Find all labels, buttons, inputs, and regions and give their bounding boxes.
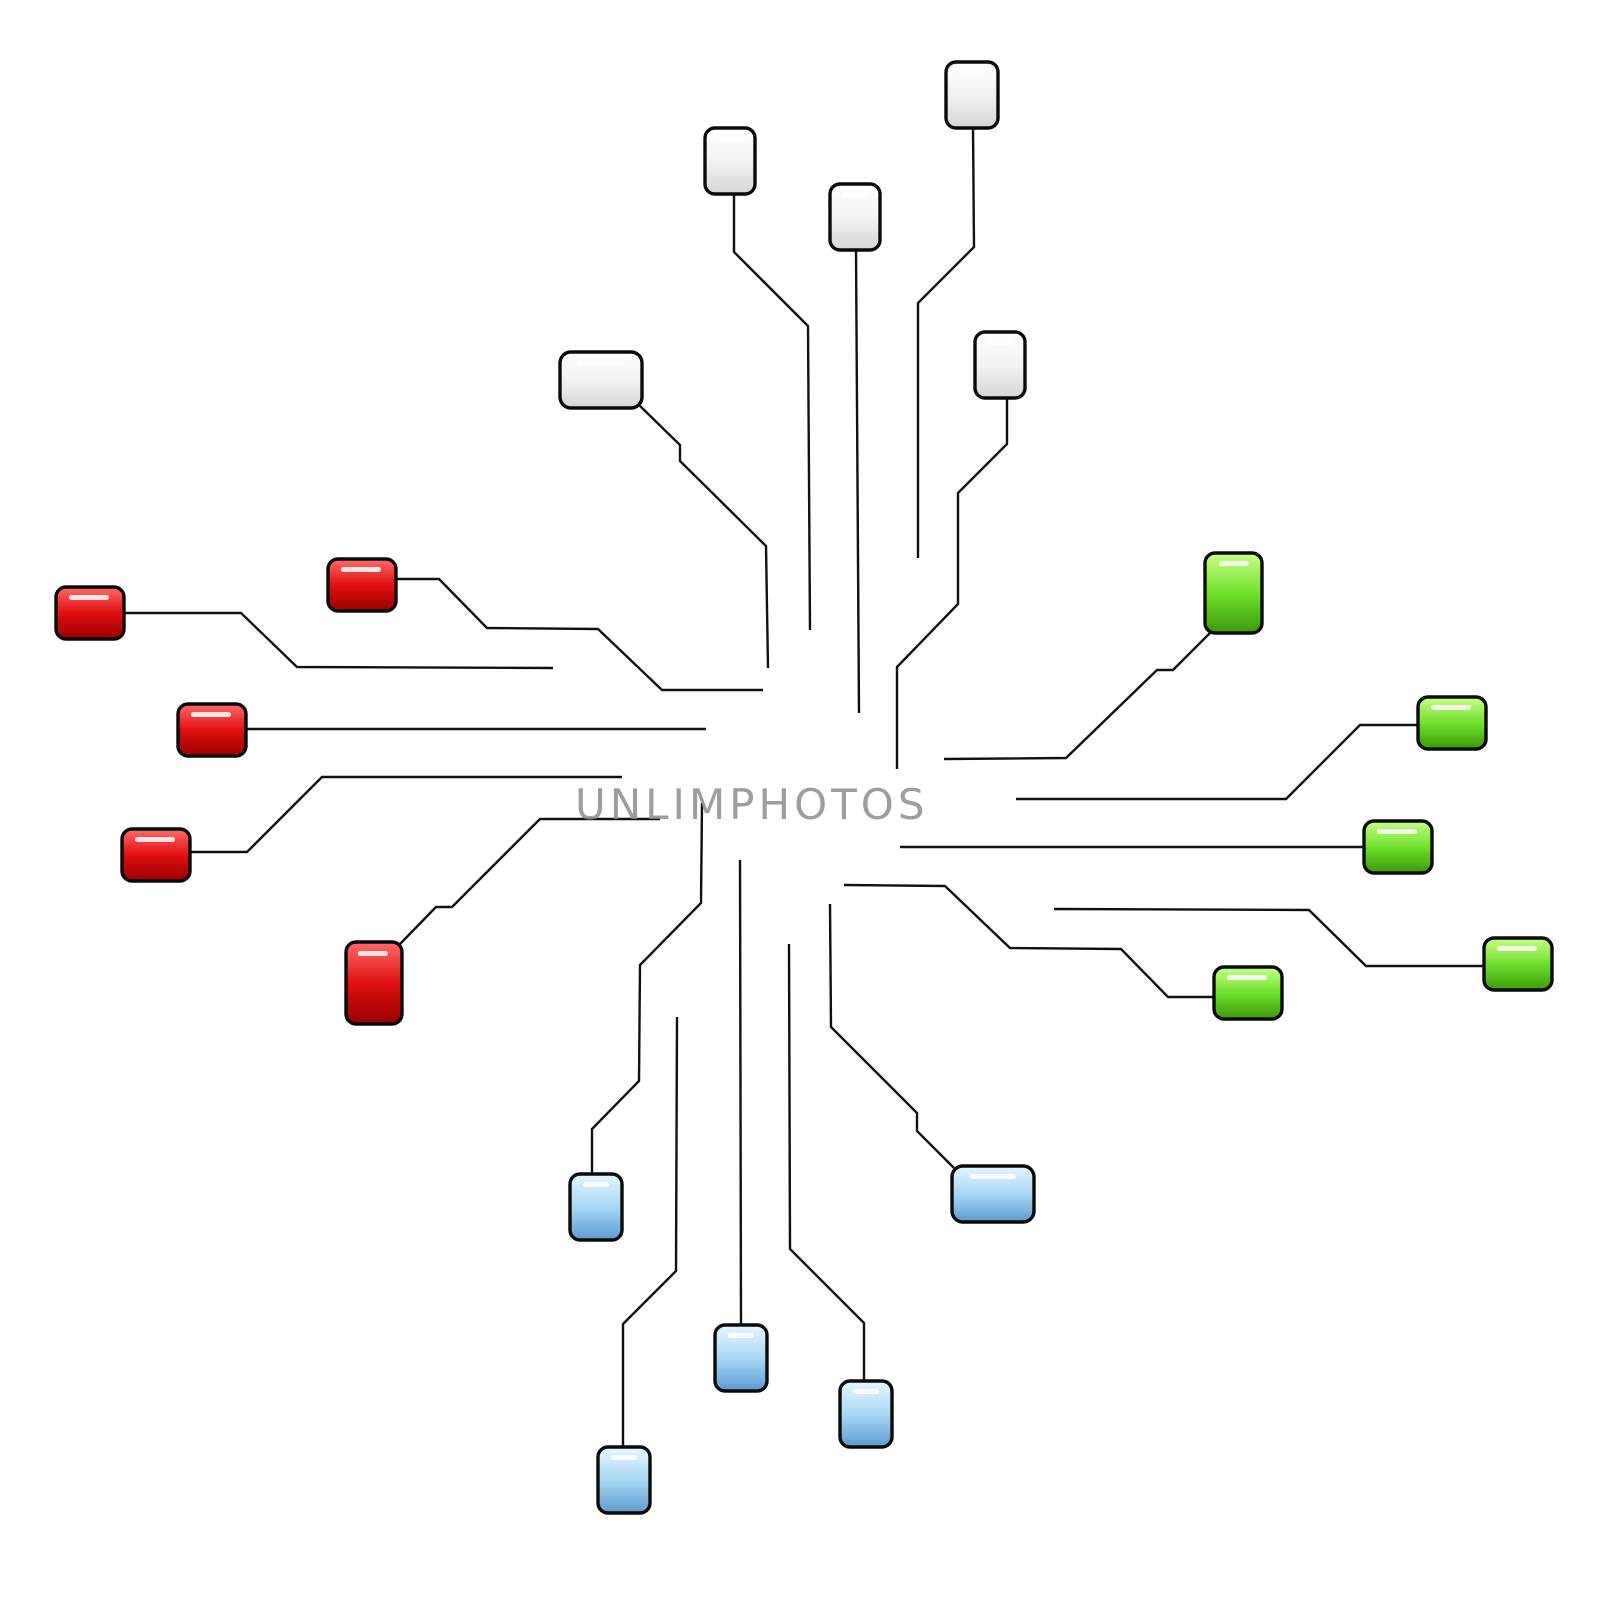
trace-line	[399, 817, 660, 945]
white-node	[944, 60, 1000, 130]
red-node	[54, 585, 126, 641]
trace-line	[732, 194, 812, 631]
trace-line	[787, 943, 866, 1381]
blue-node	[596, 1445, 652, 1515]
trace-line	[396, 577, 763, 692]
trace-line	[190, 775, 622, 854]
trace-line	[854, 249, 861, 714]
blue-node	[568, 1172, 624, 1242]
trace-line	[738, 859, 743, 1326]
white-node	[703, 126, 757, 196]
trace-line	[895, 398, 1009, 769]
trace-line	[943, 632, 1211, 761]
green-node	[1212, 965, 1284, 1021]
trace-line	[639, 405, 770, 669]
red-node	[176, 702, 248, 758]
white-node	[828, 182, 882, 252]
red-node	[344, 940, 404, 1026]
trace-line	[590, 802, 704, 1174]
trace-line	[916, 127, 976, 558]
trace-line	[1016, 723, 1418, 801]
green-node	[1203, 551, 1264, 635]
white-node	[558, 350, 644, 410]
trace-line	[843, 883, 1214, 999]
green-node	[1482, 936, 1554, 992]
red-node	[326, 557, 398, 613]
trace-line	[1053, 907, 1484, 968]
green-node	[1416, 695, 1488, 751]
blue-node	[838, 1379, 894, 1449]
green-node	[1362, 819, 1434, 875]
red-node-group	[54, 557, 763, 1026]
green-node-group	[843, 551, 1554, 1021]
blue-node-group	[568, 802, 1036, 1515]
red-node	[120, 827, 192, 883]
blue-node	[950, 1164, 1036, 1224]
trace-line	[621, 1016, 679, 1447]
trace-line	[828, 903, 955, 1169]
white-node	[973, 330, 1027, 400]
watermark-text: UNLIMPHOTOS	[575, 780, 929, 829]
trace-line	[124, 611, 554, 670]
white-node-group	[558, 60, 1027, 769]
blue-node	[713, 1323, 769, 1393]
